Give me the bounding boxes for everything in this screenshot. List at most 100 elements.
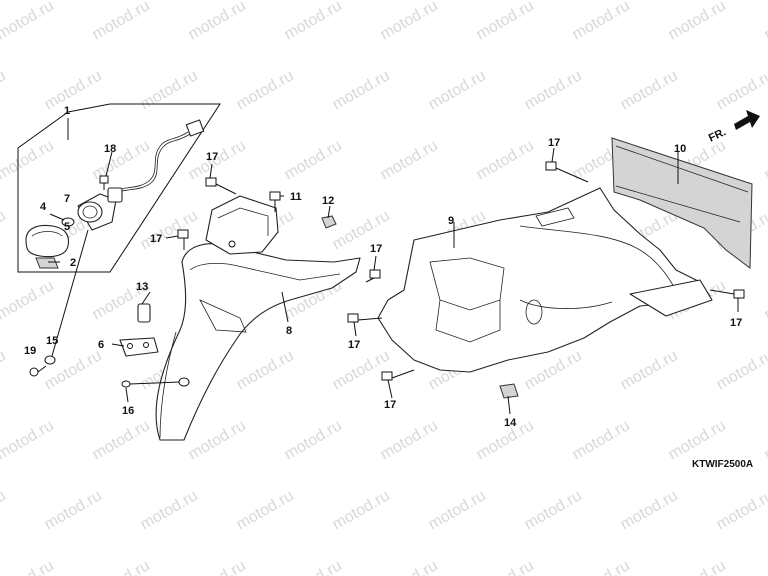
- watermark-text: motod.ru: [474, 137, 537, 183]
- callout-9: 9: [448, 215, 454, 227]
- watermark-text: motod.ru: [0, 487, 9, 533]
- watermark-text: motod.ru: [330, 67, 393, 113]
- watermark-text: motod.ru: [714, 347, 768, 393]
- wire-harness: [111, 119, 205, 195]
- watermark-text: motod.ru: [474, 557, 537, 576]
- watermark-text: motod.ru: [666, 557, 729, 576]
- watermark-text: motod.ru: [234, 487, 297, 533]
- watermark-text: motod.ru: [762, 277, 768, 323]
- watermark-text: motod.ru: [0, 557, 57, 576]
- watermark-text: motod.ru: [618, 67, 681, 113]
- watermark-text: motod.ru: [0, 137, 57, 183]
- watermark-text: motod.ru: [0, 67, 9, 113]
- callout-12: 12: [322, 195, 334, 207]
- callout-2: 2: [70, 257, 76, 269]
- callout-17d: 17: [548, 137, 560, 149]
- watermark-text: motod.ru: [42, 487, 105, 533]
- bolt-17-c: [365, 269, 381, 283]
- watermark-text: motod.ru: [714, 67, 768, 113]
- watermark-text: motod.ru: [378, 137, 441, 183]
- callout-11: 11: [290, 191, 302, 203]
- license-light-body: [77, 187, 123, 231]
- watermark-text: motod.ru: [522, 67, 585, 113]
- front-indicator-label: FR.: [707, 126, 728, 144]
- callout-7: 7: [64, 193, 70, 205]
- watermark-text: motod.ru: [426, 67, 489, 113]
- watermark-text: motod.ru: [138, 487, 201, 533]
- callout-17b: 17: [150, 233, 162, 245]
- watermark-text: motod.ru: [0, 277, 57, 323]
- bolt-17-d: [545, 161, 589, 183]
- clip-16: [121, 377, 190, 388]
- rubber-seal: [611, 137, 753, 269]
- watermark-text: motod.ru: [138, 67, 201, 113]
- inner-fender: [377, 187, 713, 373]
- watermark-text: motod.ru: [570, 417, 633, 463]
- callout-17e: 17: [348, 339, 360, 351]
- callout-17g: 17: [730, 317, 742, 329]
- watermark-text: motod.ru: [570, 0, 633, 43]
- watermark-text: motod.ru: [0, 207, 9, 253]
- rear-fender: [155, 195, 361, 441]
- watermark-text: motod.ru: [0, 417, 57, 463]
- watermark-text: motod.ru: [378, 0, 441, 43]
- watermark-text: motod.ru: [90, 557, 153, 576]
- watermark-text: motod.ru: [762, 557, 768, 576]
- watermark-text: motod.ru: [186, 417, 249, 463]
- watermark-text: motod.ru: [0, 0, 57, 43]
- license-light-lens: [25, 224, 70, 258]
- watermark-text: motod.ru: [474, 0, 537, 43]
- bolt-17-f: [381, 369, 415, 381]
- watermark-text: motod.ru: [186, 557, 249, 576]
- diagram-code: KTWIF2500A: [692, 459, 753, 470]
- callout-4: 4: [40, 201, 47, 213]
- callout-5: 5: [64, 221, 70, 233]
- callout-15: 15: [46, 335, 58, 347]
- callout-19: 19: [24, 345, 36, 357]
- callout-6: 6: [98, 339, 104, 351]
- watermark-text: motod.ru: [762, 0, 768, 43]
- watermark-text: motod.ru: [618, 347, 681, 393]
- watermark-text: motod.ru: [90, 417, 153, 463]
- watermark-text: motod.ru: [234, 347, 297, 393]
- bolt-17-a: [205, 177, 237, 195]
- callout-14: 14: [504, 417, 517, 429]
- fender-clip: [137, 303, 151, 323]
- callout-16: 16: [122, 405, 134, 417]
- watermark-text: motod.ru: [282, 137, 345, 183]
- bolt-17-b: [177, 229, 189, 250]
- bolt-19-washer-15: [29, 229, 89, 377]
- callout-10: 10: [674, 143, 686, 155]
- watermark-text: motod.ru: [0, 347, 9, 393]
- license-light-assembly-box: [17, 103, 221, 273]
- watermark-text: motod.ru: [762, 417, 768, 463]
- watermark-text: motod.ru: [522, 487, 585, 533]
- watermark-text: motod.ru: [666, 0, 729, 43]
- callout-13: 13: [136, 281, 148, 293]
- watermark-text: motod.ru: [42, 347, 105, 393]
- front-arrow-icon: [734, 110, 760, 130]
- watermark-text: motod.ru: [138, 207, 201, 253]
- watermark-text: motod.ru: [282, 0, 345, 43]
- watermark-text: motod.ru: [330, 487, 393, 533]
- watermark-text: motod.ru: [378, 557, 441, 576]
- nut-14: [499, 383, 519, 399]
- callout-labels: 1 2 4 5 6 7 8 9 10 11 12 13 14 15 16 17 …: [24, 105, 742, 429]
- bolt-17-g: [709, 289, 745, 299]
- screw-7: [61, 217, 75, 227]
- watermark-text: motod.ru: [426, 487, 489, 533]
- rear-reflector: [119, 337, 159, 357]
- watermark-text: motod.ru: [90, 0, 153, 43]
- watermark-text: motod.ru: [330, 347, 393, 393]
- callout-18: 18: [104, 143, 116, 155]
- callout-leaders: [48, 147, 739, 415]
- screw-18: [99, 175, 109, 190]
- watermark-text: motod.ru: [714, 487, 768, 533]
- watermark-text: motod.ru: [378, 417, 441, 463]
- watermark-text: motod.ru: [234, 67, 297, 113]
- watermark-text: motod.ru: [618, 487, 681, 533]
- callout-1: 1: [64, 105, 70, 117]
- callout-17f: 17: [384, 399, 396, 411]
